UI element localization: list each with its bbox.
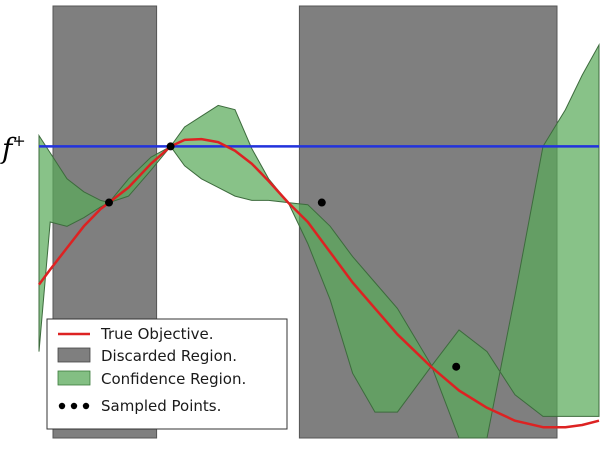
legend-label-discarded-region: Discarded Region.	[101, 347, 237, 365]
legend: True Objective. Discarded Region. Confid…	[46, 318, 288, 430]
sampled-point-2	[166, 142, 175, 151]
legend-label-confidence-region: Confidence Region.	[101, 370, 246, 388]
sampled-point-3	[317, 198, 326, 207]
sampled-point-4	[452, 362, 461, 371]
threshold-label-superscript: +	[12, 131, 25, 150]
legend-swatch-point-2	[70, 402, 78, 410]
legend-swatch-confidence-region	[57, 370, 91, 386]
sampled-points-group	[105, 142, 461, 371]
legend-swatch-point-3	[82, 402, 90, 410]
legend-swatch-discarded-region	[57, 347, 91, 363]
legend-label-sampled-points: Sampled Points.	[101, 397, 221, 415]
sampled-point-1	[105, 198, 113, 207]
legend-label-true-objective: True Objective.	[100, 325, 214, 343]
threshold-label: f+	[0, 131, 26, 165]
legend-swatch-point-1	[58, 402, 66, 410]
